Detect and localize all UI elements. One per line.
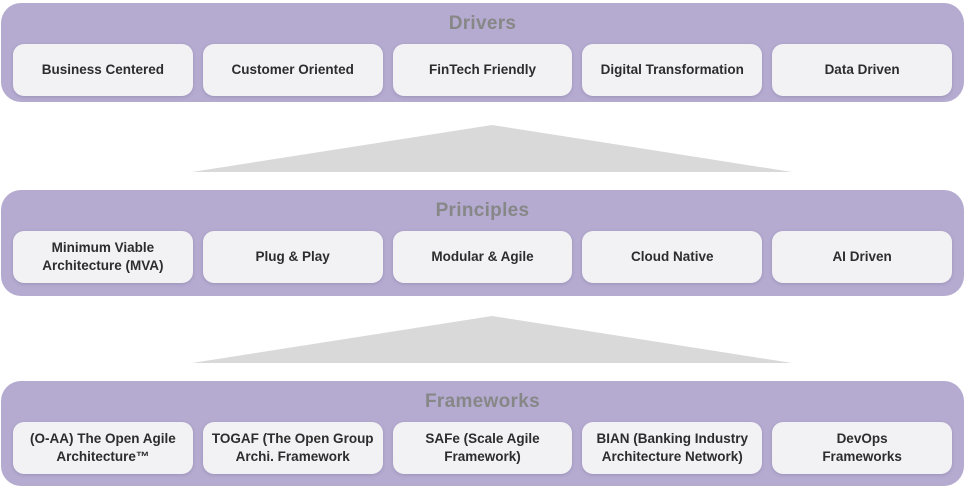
- chip-bian: BIAN (Banking Industry Architecture Netw…: [582, 422, 763, 474]
- chip-data-driven: Data Driven: [772, 44, 952, 96]
- chip-label: Modular & Agile: [431, 249, 534, 265]
- chip-customer-oriented: Customer Oriented: [202, 44, 383, 96]
- chip-label: (O-AA) The Open Agile Architecture™: [30, 431, 176, 464]
- drivers-band: Drivers Business Centered Customer Orien…: [1, 3, 964, 102]
- chip-label: Customer Oriented: [231, 62, 354, 78]
- chip-label: FinTech Friendly: [428, 62, 536, 78]
- chip-label: Plug & Play: [255, 249, 330, 265]
- chip-label: Data Driven: [824, 62, 900, 78]
- chip-cloud-native: Cloud Native: [582, 231, 763, 283]
- frameworks-band-title: Frameworks: [425, 391, 540, 412]
- chip-digital-transformation: Digital Transformation: [582, 44, 763, 96]
- chip-label: AI Driven: [832, 249, 892, 265]
- chip-open-agile-architecture: (O-AA) The Open Agile Architecture™: [13, 422, 193, 474]
- chip-minimum-viable-architecture: Minimum Viable Architecture (MVA): [13, 231, 193, 283]
- up-arrow-icon: [192, 125, 792, 172]
- chip-label: Business Centered: [41, 62, 165, 78]
- chip-label: Cloud Native: [631, 249, 714, 265]
- up-arrow-icon: [192, 316, 792, 363]
- frameworks-chip-row: (O-AA) The Open Agile Architecture™ TOGA…: [1, 413, 964, 474]
- principles-band-title: Principles: [435, 200, 530, 221]
- chip-fintech-friendly: FinTech Friendly: [392, 44, 573, 96]
- chip-plug-and-play: Plug & Play: [202, 231, 383, 283]
- chip-devops-frameworks: DevOps Frameworks: [772, 422, 952, 474]
- chip-label: TOGAF (The Open Group Archi. Framework: [211, 431, 374, 464]
- chip-label: DevOps Frameworks: [822, 431, 902, 464]
- chip-ai-driven: AI Driven: [772, 231, 952, 283]
- chip-modular-and-agile: Modular & Agile: [392, 231, 573, 283]
- chip-safe: SAFe (Scale Agile Framework): [392, 422, 573, 474]
- drivers-chip-row: Business Centered Customer Oriented FinT…: [1, 35, 964, 96]
- chip-togaf: TOGAF (The Open Group Archi. Framework: [202, 422, 383, 474]
- chip-label: BIAN (Banking Industry Architecture Netw…: [596, 431, 749, 464]
- chip-label: SAFe (Scale Agile Framework): [425, 431, 540, 464]
- chip-label: Minimum Viable Architecture (MVA): [42, 240, 164, 273]
- principles-band: Principles Minimum Viable Architecture (…: [1, 190, 964, 296]
- principles-chip-row: Minimum Viable Architecture (MVA) Plug &…: [1, 222, 964, 283]
- frameworks-band: Frameworks (O-AA) The Open Agile Archite…: [1, 381, 964, 486]
- chip-label: Digital Transformation: [600, 62, 744, 78]
- chip-business-centered: Business Centered: [13, 44, 193, 96]
- drivers-band-title: Drivers: [448, 13, 517, 34]
